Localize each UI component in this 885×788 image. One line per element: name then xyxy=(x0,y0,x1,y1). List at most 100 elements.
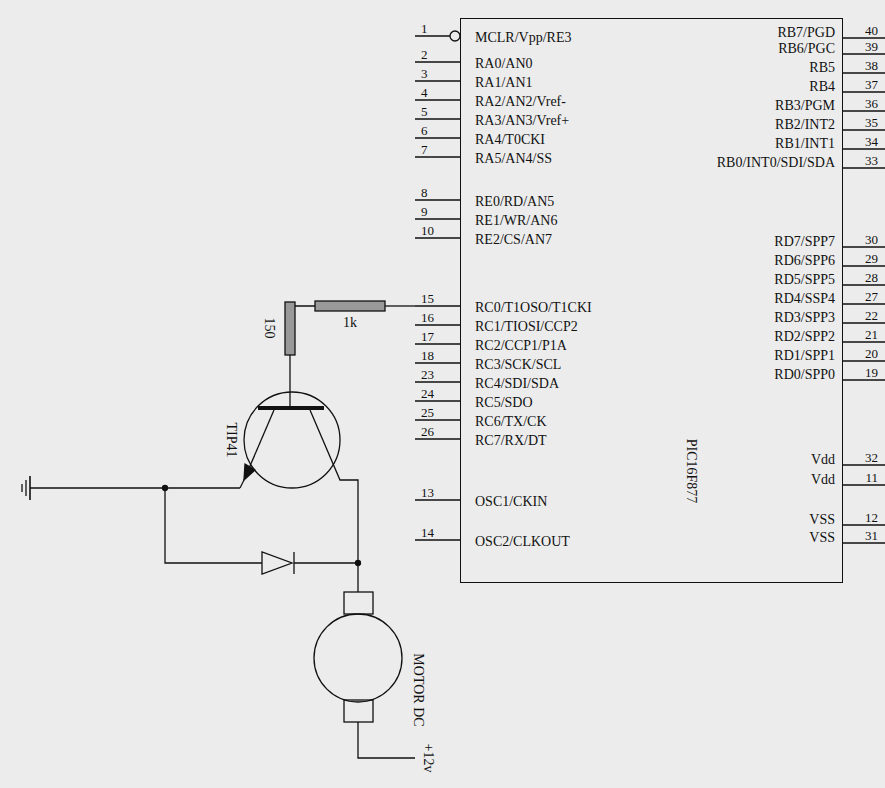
pin-number: 26 xyxy=(421,425,434,438)
pin-line xyxy=(843,91,885,92)
pin-name: RD6/SPP6 xyxy=(774,254,835,268)
pin-name: RE2/CS/AN7 xyxy=(475,233,552,247)
pin-number: 11 xyxy=(865,471,878,484)
pin-line xyxy=(415,61,460,62)
pin-number: 31 xyxy=(865,529,878,542)
pin-name: RB2/INT2 xyxy=(775,118,835,132)
pin-number: 12 xyxy=(865,511,878,524)
pin-number: 34 xyxy=(865,135,878,148)
pin-name: RA3/AN3/Vref+ xyxy=(475,114,569,128)
part-name: TIP41 xyxy=(223,423,237,458)
pin-number: 40 xyxy=(865,24,878,37)
pin-name: RE1/WR/AN6 xyxy=(475,214,557,228)
pin-line xyxy=(415,99,460,100)
pin-line xyxy=(415,35,450,36)
pin-name: RD7/SPP7 xyxy=(774,235,835,249)
pin-line xyxy=(415,199,460,200)
pin-number: 30 xyxy=(865,233,878,246)
pin-name: RB1/INT1 xyxy=(775,137,835,151)
pin-number: 7 xyxy=(421,143,428,156)
pin-name: RA1/AN1 xyxy=(475,76,533,90)
pin-name: RB6/PGC xyxy=(778,42,835,56)
pin-name: Vdd xyxy=(811,473,835,487)
pin-name: RC2/CCP1/P1A xyxy=(475,339,567,353)
pin-name: RD3/SPP3 xyxy=(774,311,835,325)
pin-number: 38 xyxy=(865,59,878,72)
pin-line xyxy=(415,343,460,344)
pin-line xyxy=(415,438,460,439)
inversion-bubble xyxy=(450,31,460,41)
pin-number: 39 xyxy=(865,40,878,53)
pin-line xyxy=(843,484,885,485)
pin-name: RD4/SSP4 xyxy=(774,292,835,306)
pin-line xyxy=(843,341,885,342)
pin-line xyxy=(415,324,460,325)
part-name: MOTOR DC xyxy=(411,653,425,726)
resistor-symbol xyxy=(285,302,295,355)
pin-line xyxy=(415,137,460,138)
pin-line xyxy=(843,246,885,247)
pin-line xyxy=(843,284,885,285)
pin-name: RA4/T0CKI xyxy=(475,133,545,147)
pin-number: 33 xyxy=(865,154,878,167)
pin-number: 17 xyxy=(421,330,434,343)
pin-name: Vdd xyxy=(811,453,835,467)
pin-name: RE0/RD/AN5 xyxy=(475,195,554,209)
chip-name: PIC16F877 xyxy=(684,439,698,504)
pin-line xyxy=(415,118,460,119)
pin-name: OSC1/CKIN xyxy=(475,495,547,509)
pin-name: RC5/SDO xyxy=(475,396,533,410)
pin-line xyxy=(415,499,460,500)
pin-line xyxy=(843,110,885,111)
pin-name: OSC2/CLKOUT xyxy=(475,535,570,549)
pin-number: 36 xyxy=(865,97,878,110)
pin-line xyxy=(843,53,885,54)
pin-name: RC0/T1OSO/T1CKI xyxy=(475,301,592,315)
pin-line xyxy=(843,360,885,361)
pin-name: RB0/INT0/SDI/SDA xyxy=(717,156,835,170)
pin-number: 5 xyxy=(421,105,428,118)
pin-line xyxy=(415,362,460,363)
pin-name: MCLR/Vpp/RE3 xyxy=(475,31,571,45)
pin-name: RC3/SCK/SCL xyxy=(475,358,561,372)
pin-line xyxy=(843,303,885,304)
pin-line xyxy=(843,464,885,465)
pin-number: 25 xyxy=(421,406,434,419)
pin-name: RD2/SPP2 xyxy=(774,330,835,344)
pin-number: 32 xyxy=(865,451,878,464)
pin-line xyxy=(843,265,885,266)
pin-line xyxy=(843,148,885,149)
pin-name: RB5 xyxy=(809,61,835,75)
transistor-symbol xyxy=(244,392,340,488)
pin-line xyxy=(843,72,885,73)
pin-number: 10 xyxy=(421,224,434,237)
pin-number: 20 xyxy=(865,347,878,360)
motor-symbol xyxy=(314,614,402,702)
pin-line xyxy=(415,218,460,219)
pin-name: RC4/SDI/SDA xyxy=(475,377,559,391)
pin-number: 13 xyxy=(421,486,434,499)
pin-name: RC1/TIOSI/CCP2 xyxy=(475,320,578,334)
pin-name: RC6/TX/CK xyxy=(475,415,547,429)
pin-name: RB3/PGM xyxy=(775,99,835,113)
resistor-symbol xyxy=(315,301,385,311)
pin-name: RD5/SPP5 xyxy=(774,273,835,287)
pin-line xyxy=(843,167,885,168)
resistor-value: 1k xyxy=(343,316,357,330)
pin-number: 19 xyxy=(865,366,878,379)
pin-number: 37 xyxy=(865,78,878,91)
diode-symbol xyxy=(262,552,292,574)
pin-number: 22 xyxy=(865,309,878,322)
pin-number: 4 xyxy=(421,86,428,99)
pin-name: RA0/AN0 xyxy=(475,57,533,71)
pin-line xyxy=(415,237,460,238)
pin-number: 8 xyxy=(421,186,428,199)
pin-number: 23 xyxy=(421,368,434,381)
resistor-value: 150 xyxy=(261,318,275,339)
pin-line xyxy=(415,156,460,157)
pin-number: 15 xyxy=(421,292,434,305)
pin-name: RD0/SPP0 xyxy=(774,368,835,382)
pin-name: VSS xyxy=(809,531,835,545)
pin-line xyxy=(415,400,460,401)
